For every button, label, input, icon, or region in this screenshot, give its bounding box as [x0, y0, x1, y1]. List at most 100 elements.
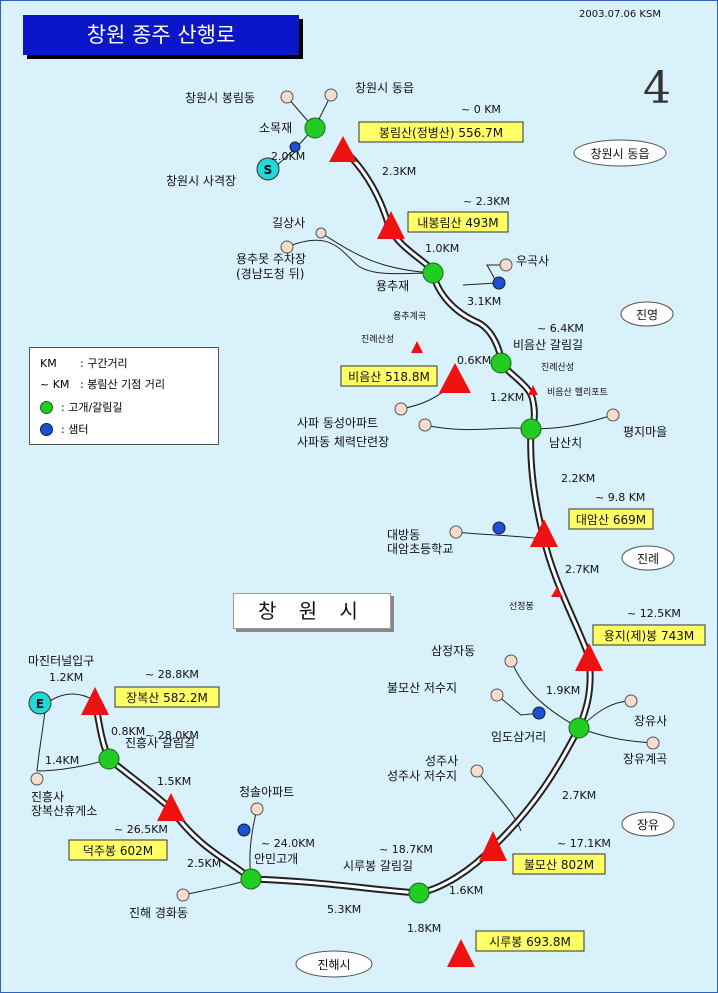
- svg-text:5.3KM: 5.3KM: [327, 903, 361, 916]
- svg-text:시루봉 갈림길: 시루봉 갈림길: [343, 859, 413, 873]
- svg-text:S: S: [264, 163, 273, 177]
- svg-text:0.8KM: 0.8KM: [111, 725, 145, 738]
- svg-text:창원시 사격장: 창원시 사격장: [166, 174, 236, 188]
- peak-daeamsan: 대암산 669M: [576, 513, 646, 527]
- legend-row-segment: KM : 구간거리: [40, 356, 128, 371]
- pass-icon: [40, 400, 53, 414]
- main-trail: [91, 146, 594, 897]
- svg-text:선정봉: 선정봉: [509, 601, 534, 612]
- segment-distances: 2.0KM 2.3KM 1.0KM 3.1KM 0.6KM 1.2KM 2.2K…: [45, 150, 599, 935]
- peak-sirubong: 시루봉 693.8M: [489, 935, 571, 949]
- svg-text:1.5KM: 1.5KM: [157, 775, 191, 788]
- svg-text:~ 12.5KM: ~ 12.5KM: [627, 607, 681, 620]
- place-labels: 창원시 봉림동 창원시 동읍 소목재 창원시 사격장 길상사 용추못 주차장 (…: [28, 81, 667, 920]
- svg-text:~ 6.4KM: ~ 6.4KM: [537, 322, 584, 335]
- region-jangyu: 장유: [637, 818, 659, 832]
- svg-text:용추계곡: 용추계곡: [393, 310, 426, 322]
- peak-bieumsan: 비음산 518.8M: [348, 370, 430, 384]
- peak-bulmosan: 불모산 802M: [524, 858, 594, 872]
- svg-text:2.7KM: 2.7KM: [565, 563, 599, 576]
- svg-text:진해 경화동: 진해 경화동: [129, 906, 188, 920]
- peak-jangboksan: 장복산 582.2M: [126, 691, 208, 705]
- svg-text:길상사: 길상사: [272, 216, 305, 230]
- svg-text:진례산성: 진례산성: [361, 334, 394, 345]
- svg-text:~ 28.8KM: ~ 28.8KM: [145, 668, 199, 681]
- svg-text:장복산휴게소: 장복산휴게소: [31, 804, 97, 818]
- region-labels: 창원시 동읍 진영 진례 장유 진해시: [295, 139, 675, 978]
- map-title: 창원 종주 산행로: [23, 15, 299, 55]
- pass-dots: [98, 117, 590, 904]
- svg-text:1.8KM: 1.8KM: [407, 922, 441, 935]
- peak-yongjibong: 용지(제)봉 743M: [604, 629, 695, 643]
- svg-text:3.1KM: 3.1KM: [467, 295, 501, 308]
- spring-dots: [237, 141, 546, 837]
- svg-text:창원시 동읍: 창원시 동읍: [355, 81, 414, 95]
- svg-text:비음산 헬리포트: 비음산 헬리포트: [547, 387, 608, 398]
- svg-text:진흥사: 진흥사: [31, 790, 64, 804]
- region-jinyeong: 진영: [636, 308, 658, 322]
- svg-text:~ 28.0KM: ~ 28.0KM: [145, 729, 199, 742]
- svg-text:소목재: 소목재: [259, 121, 292, 135]
- svg-text:~ 2.3KM: ~ 2.3KM: [463, 195, 510, 208]
- spring-icon: [40, 422, 53, 436]
- svg-text:1.4KM: 1.4KM: [45, 754, 79, 767]
- svg-text:0.6KM: 0.6KM: [457, 354, 491, 367]
- map-date: 2003.07.06 KSM: [579, 9, 661, 20]
- svg-text:성주사 저수지: 성주사 저수지: [387, 769, 457, 783]
- svg-text:2.2KM: 2.2KM: [561, 472, 595, 485]
- svg-text:안민고개: 안민고개: [254, 852, 298, 866]
- region-jinrye: 진례: [637, 552, 659, 566]
- city-label: 창 원 시: [233, 593, 391, 629]
- svg-text:1.2KM: 1.2KM: [490, 391, 524, 404]
- svg-text:남산치: 남산치: [549, 436, 582, 450]
- svg-text:불모산 저수지: 불모산 저수지: [387, 681, 457, 695]
- svg-text:우곡사: 우곡사: [516, 254, 549, 268]
- legend-row-cumulative: ~ KM : 봉림산 기점 거리: [40, 377, 166, 392]
- svg-text:~ 26.5KM: ~ 26.5KM: [114, 823, 168, 836]
- svg-text:~ 9.8 KM: ~ 9.8 KM: [595, 491, 645, 504]
- svg-text:2.3KM: 2.3KM: [382, 165, 416, 178]
- svg-text:대방동: 대방동: [387, 528, 420, 542]
- svg-text:용추재: 용추재: [376, 279, 409, 293]
- svg-text:진례산성: 진례산성: [541, 362, 574, 373]
- svg-text:비음산 갈림길: 비음산 갈림길: [513, 338, 583, 352]
- peak-labels: 봉림산(정병산) 556.7M ~ 0 KM 내봉림산 493M ~ 2.3KM…: [68, 103, 706, 952]
- legend-row-pass: : 고개/갈림길: [40, 398, 123, 416]
- svg-text:~ 18.7KM: ~ 18.7KM: [379, 843, 433, 856]
- peak-bongnimsan: 봉림산(정병산) 556.7M: [379, 126, 503, 140]
- svg-text:~ 0 KM: ~ 0 KM: [461, 103, 501, 116]
- svg-text:성주사: 성주사: [425, 754, 458, 768]
- svg-text:마진터널입구: 마진터널입구: [28, 654, 94, 668]
- page-number: 4: [643, 63, 671, 114]
- svg-text:1.2KM: 1.2KM: [49, 671, 83, 684]
- svg-text:~ 24.0KM: ~ 24.0KM: [261, 837, 315, 850]
- sign-markers: S E: [28, 157, 280, 715]
- svg-text:용추못 주차장: 용추못 주차장: [236, 252, 306, 266]
- svg-text:창원시 봉림동: 창원시 봉림동: [185, 91, 255, 105]
- svg-text:사파 동성아파트: 사파 동성아파트: [297, 416, 378, 430]
- svg-text:2.7KM: 2.7KM: [562, 789, 596, 802]
- svg-text:1.9KM: 1.9KM: [546, 684, 580, 697]
- svg-text:장유사: 장유사: [634, 714, 667, 728]
- place-dots: [30, 88, 660, 902]
- peak-deokjubong: 덕주봉 602M: [83, 844, 153, 858]
- svg-text:임도삼거리: 임도삼거리: [491, 730, 546, 744]
- svg-text:사파동 체력단련장: 사파동 체력단련장: [297, 435, 389, 449]
- svg-text:삼정자동: 삼정자동: [431, 644, 475, 658]
- svg-text:대암초등학교: 대암초등학교: [387, 542, 453, 556]
- svg-text:진흥사 갈림길: 진흥사 갈림길: [125, 736, 195, 750]
- svg-text:(경남도청 뒤): (경남도청 뒤): [236, 267, 304, 281]
- region-dongeup: 창원시 동읍: [590, 147, 649, 161]
- svg-text:~ 17.1KM: ~ 17.1KM: [557, 837, 611, 850]
- svg-text:1.0KM: 1.0KM: [425, 242, 459, 255]
- svg-text:2.5KM: 2.5KM: [187, 857, 221, 870]
- svg-text:2.0KM: 2.0KM: [271, 150, 305, 163]
- peak-triangles: [81, 136, 603, 967]
- peak-naebongnimsan: 내봉림산 493M: [417, 216, 498, 230]
- svg-text:평지마을: 평지마을: [623, 425, 667, 439]
- svg-text:E: E: [36, 697, 44, 711]
- svg-text:장유계곡: 장유계곡: [623, 752, 667, 766]
- region-jinhae: 진해시: [317, 958, 350, 972]
